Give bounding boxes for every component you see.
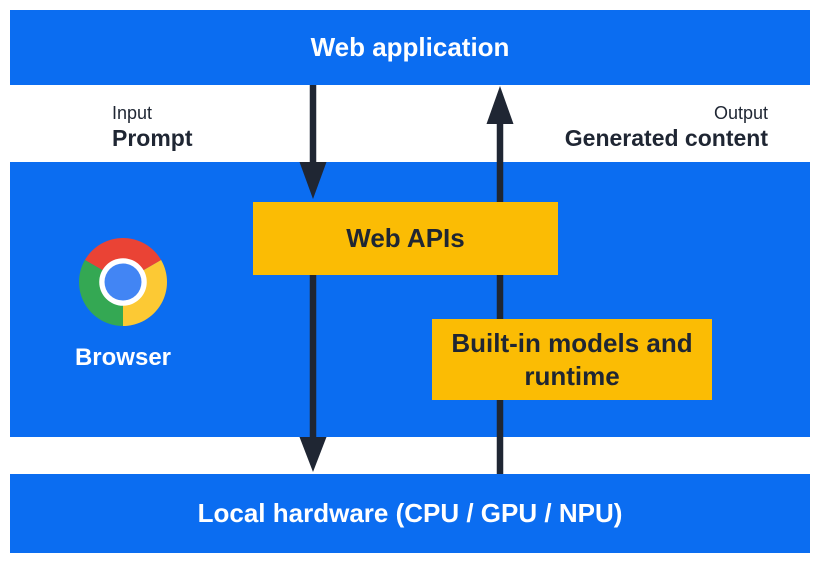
web-application-bar: Web application — [10, 10, 810, 85]
web-apis-label: Web APIs — [346, 223, 465, 254]
local-hardware-bar: Local hardware (CPU / GPU / NPU) — [10, 474, 810, 553]
web-apis-box: Web APIs — [253, 202, 558, 275]
output-label-block: Output Generated content — [565, 101, 768, 151]
local-hardware-label: Local hardware (CPU / GPU / NPU) — [197, 498, 623, 528]
browser-label: Browser — [74, 344, 172, 371]
builtin-models-box: Built-in models and runtime — [432, 319, 712, 400]
input-title: Input — [112, 103, 153, 123]
output-title: Output — [713, 103, 768, 123]
chrome-logo-icon — [79, 238, 167, 326]
web-application-label: Web application — [310, 32, 510, 62]
output-value: Generated content — [564, 125, 768, 151]
input-value: Prompt — [112, 125, 193, 151]
input-label-block: Input Prompt — [112, 101, 193, 151]
builtin-models-label: Built-in models and runtime — [451, 328, 693, 391]
